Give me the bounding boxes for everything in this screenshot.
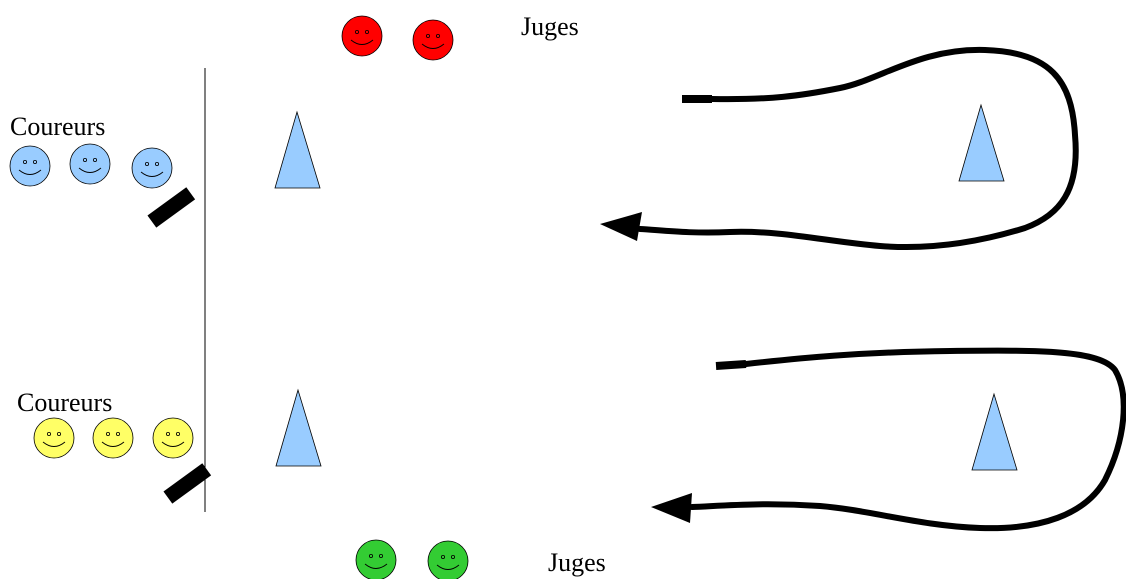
runners-top-label: Coureurs (10, 112, 106, 141)
runner-face-icon (69, 143, 111, 185)
cone-icon (971, 392, 1018, 471)
runner-face-icon (9, 145, 51, 187)
runner-face-icon (152, 417, 194, 459)
runners-bottom-label: Coureurs (17, 388, 113, 417)
course-path-arrow-icon-bottom (651, 347, 1126, 532)
judge-face-icon (412, 19, 454, 61)
cone-icon (958, 103, 1005, 182)
course-path-arrow-icon-top (600, 46, 1079, 251)
start-block-icon-bottom (163, 463, 212, 504)
cone-icon (275, 388, 322, 467)
judge-face-icon (341, 15, 383, 57)
runner-face-icon (131, 147, 173, 189)
start-block-icon-top (147, 187, 196, 228)
judges-bottom-label: Juges (548, 548, 606, 577)
runner-face-icon (33, 417, 75, 459)
runner-face-icon (92, 417, 134, 459)
cone-icon (274, 110, 321, 189)
judges-top-label: Juges (521, 12, 579, 41)
judge-face-icon (355, 539, 397, 579)
judge-face-icon (427, 540, 469, 579)
